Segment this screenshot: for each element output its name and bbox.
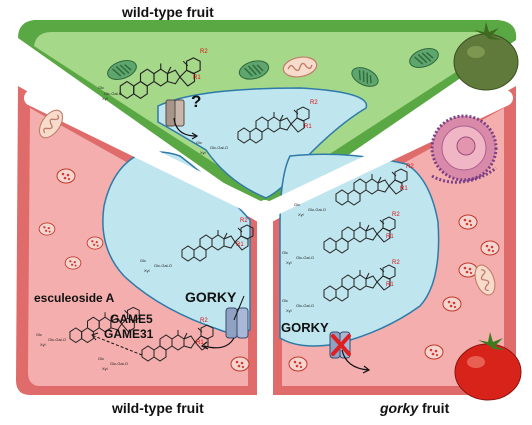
svg-text:Glc: Glc <box>140 258 146 263</box>
svg-text:Glc: Glc <box>36 332 42 337</box>
svg-text:R2: R2 <box>406 164 414 170</box>
gorky-transporter-left-icon <box>200 295 249 350</box>
left-cell-title: wild-type fruit <box>112 400 204 416</box>
svg-text:Xyl: Xyl <box>102 96 108 101</box>
svg-text:Xyl: Xyl <box>286 260 292 265</box>
molecule-left-vacuole: Glc Xyl Glc-Gal-O R2 R1 <box>140 218 254 273</box>
svg-text:Glc: Glc <box>294 202 300 207</box>
molecule-right-vacuole-2: Glc Xyl Glc-Gal-O R2 R1 <box>282 212 400 265</box>
chromoplast-icon <box>458 214 478 230</box>
conversion-arrow-icon <box>91 332 143 356</box>
gorky-left-label: GORKY <box>185 289 237 305</box>
top-transporter-icon <box>165 99 199 140</box>
svg-text:R1: R1 <box>236 242 244 248</box>
red-tomato-icon <box>454 332 522 401</box>
svg-text:R1: R1 <box>386 234 394 240</box>
svg-text:Glc-Gal-O: Glc-Gal-O <box>110 361 128 366</box>
molecule-right-vacuole-1: Glc Xyl Glc-Gal-O R2 R1 <box>294 164 414 217</box>
svg-text:R1: R1 <box>304 124 312 130</box>
molecule-top-vacuole: Glc Xyl Glc-Gal-O R2 R1 <box>196 100 318 155</box>
molecule-top-cytoplasm: Glc Xyl Glc-Gal-O R2 R1 <box>98 49 208 101</box>
svg-text:R2: R2 <box>392 260 400 266</box>
cell-dividers <box>24 90 513 425</box>
svg-text:Glc-Gal-O: Glc-Gal-O <box>210 145 228 150</box>
esculeoside-label: esculeoside A <box>34 291 115 305</box>
svg-text:Xyl: Xyl <box>298 212 304 217</box>
svg-text:Xyl: Xyl <box>102 366 108 371</box>
svg-text:R1: R1 <box>400 186 408 192</box>
svg-text:R1: R1 <box>386 282 394 288</box>
svg-text:Xyl: Xyl <box>200 150 206 155</box>
svg-text:Xyl: Xyl <box>144 268 150 273</box>
chromoplast-icon <box>480 240 500 256</box>
game31-label: GAME31 <box>104 327 154 341</box>
svg-text:Xyl: Xyl <box>40 342 46 347</box>
svg-text:Glc: Glc <box>282 298 288 303</box>
green-tomato-icon <box>453 22 519 91</box>
chromoplast-icon <box>38 222 56 236</box>
svg-text:R2: R2 <box>310 100 318 106</box>
left-vacuole <box>102 151 251 334</box>
unknown-transporter-label: ? <box>191 92 202 111</box>
chromoplast-icon <box>288 356 308 372</box>
svg-text:R2: R2 <box>200 49 208 55</box>
chromoplast-icon <box>424 344 444 360</box>
nucleus-icon <box>430 114 498 184</box>
svg-text:Glc-Gal-O: Glc-Gal-O <box>104 91 122 96</box>
chromoplast-icon <box>86 236 104 250</box>
gorky-right-label: GORKY <box>281 320 329 335</box>
chromoplast-icon <box>230 356 250 372</box>
svg-text:R1: R1 <box>193 75 201 81</box>
chromoplast-icon <box>442 296 462 312</box>
top-vacuole <box>157 87 368 199</box>
gorky-italic: gorky <box>380 400 419 416</box>
svg-text:R1: R1 <box>196 340 204 346</box>
svg-text:Glc: Glc <box>196 140 202 145</box>
svg-text:Glc: Glc <box>98 356 104 361</box>
top-cell-title: wild-type fruit <box>122 4 214 20</box>
svg-text:Glc-Gal-O: Glc-Gal-O <box>48 337 66 342</box>
svg-text:Glc: Glc <box>282 250 288 255</box>
molecule-left-precursor: Glc Xyl Glc-Gal-O R2 R1 <box>98 318 214 371</box>
blocked-x-icon <box>331 334 351 356</box>
right-vacuole <box>279 153 440 347</box>
right-cell-title: gorky fruit <box>380 400 449 416</box>
svg-text:R2: R2 <box>200 318 208 324</box>
svg-text:Glc-Gal-O: Glc-Gal-O <box>296 303 314 308</box>
chromoplast-icon <box>64 256 82 270</box>
svg-text:Glc-Gal-O: Glc-Gal-O <box>296 255 314 260</box>
svg-text:R2: R2 <box>392 212 400 218</box>
game5-label: GAME5 <box>110 312 153 326</box>
chromoplast-icon <box>458 262 478 278</box>
svg-text:Glc-Gal-O: Glc-Gal-O <box>154 263 172 268</box>
fruit-suffix: fruit <box>418 400 450 416</box>
molecule-right-vacuole-3: Glc Xyl Glc-Gal-O R2 R1 <box>282 260 400 313</box>
chromoplast-icon <box>56 168 76 184</box>
molecule-left-esculeoside: Glc Xyl Glc-Gal-O <box>36 306 140 347</box>
svg-text:Xyl: Xyl <box>286 308 292 313</box>
svg-text:Glc: Glc <box>98 85 104 90</box>
svg-text:Glc-Gal-O: Glc-Gal-O <box>308 207 326 212</box>
svg-text:R2: R2 <box>240 218 248 224</box>
